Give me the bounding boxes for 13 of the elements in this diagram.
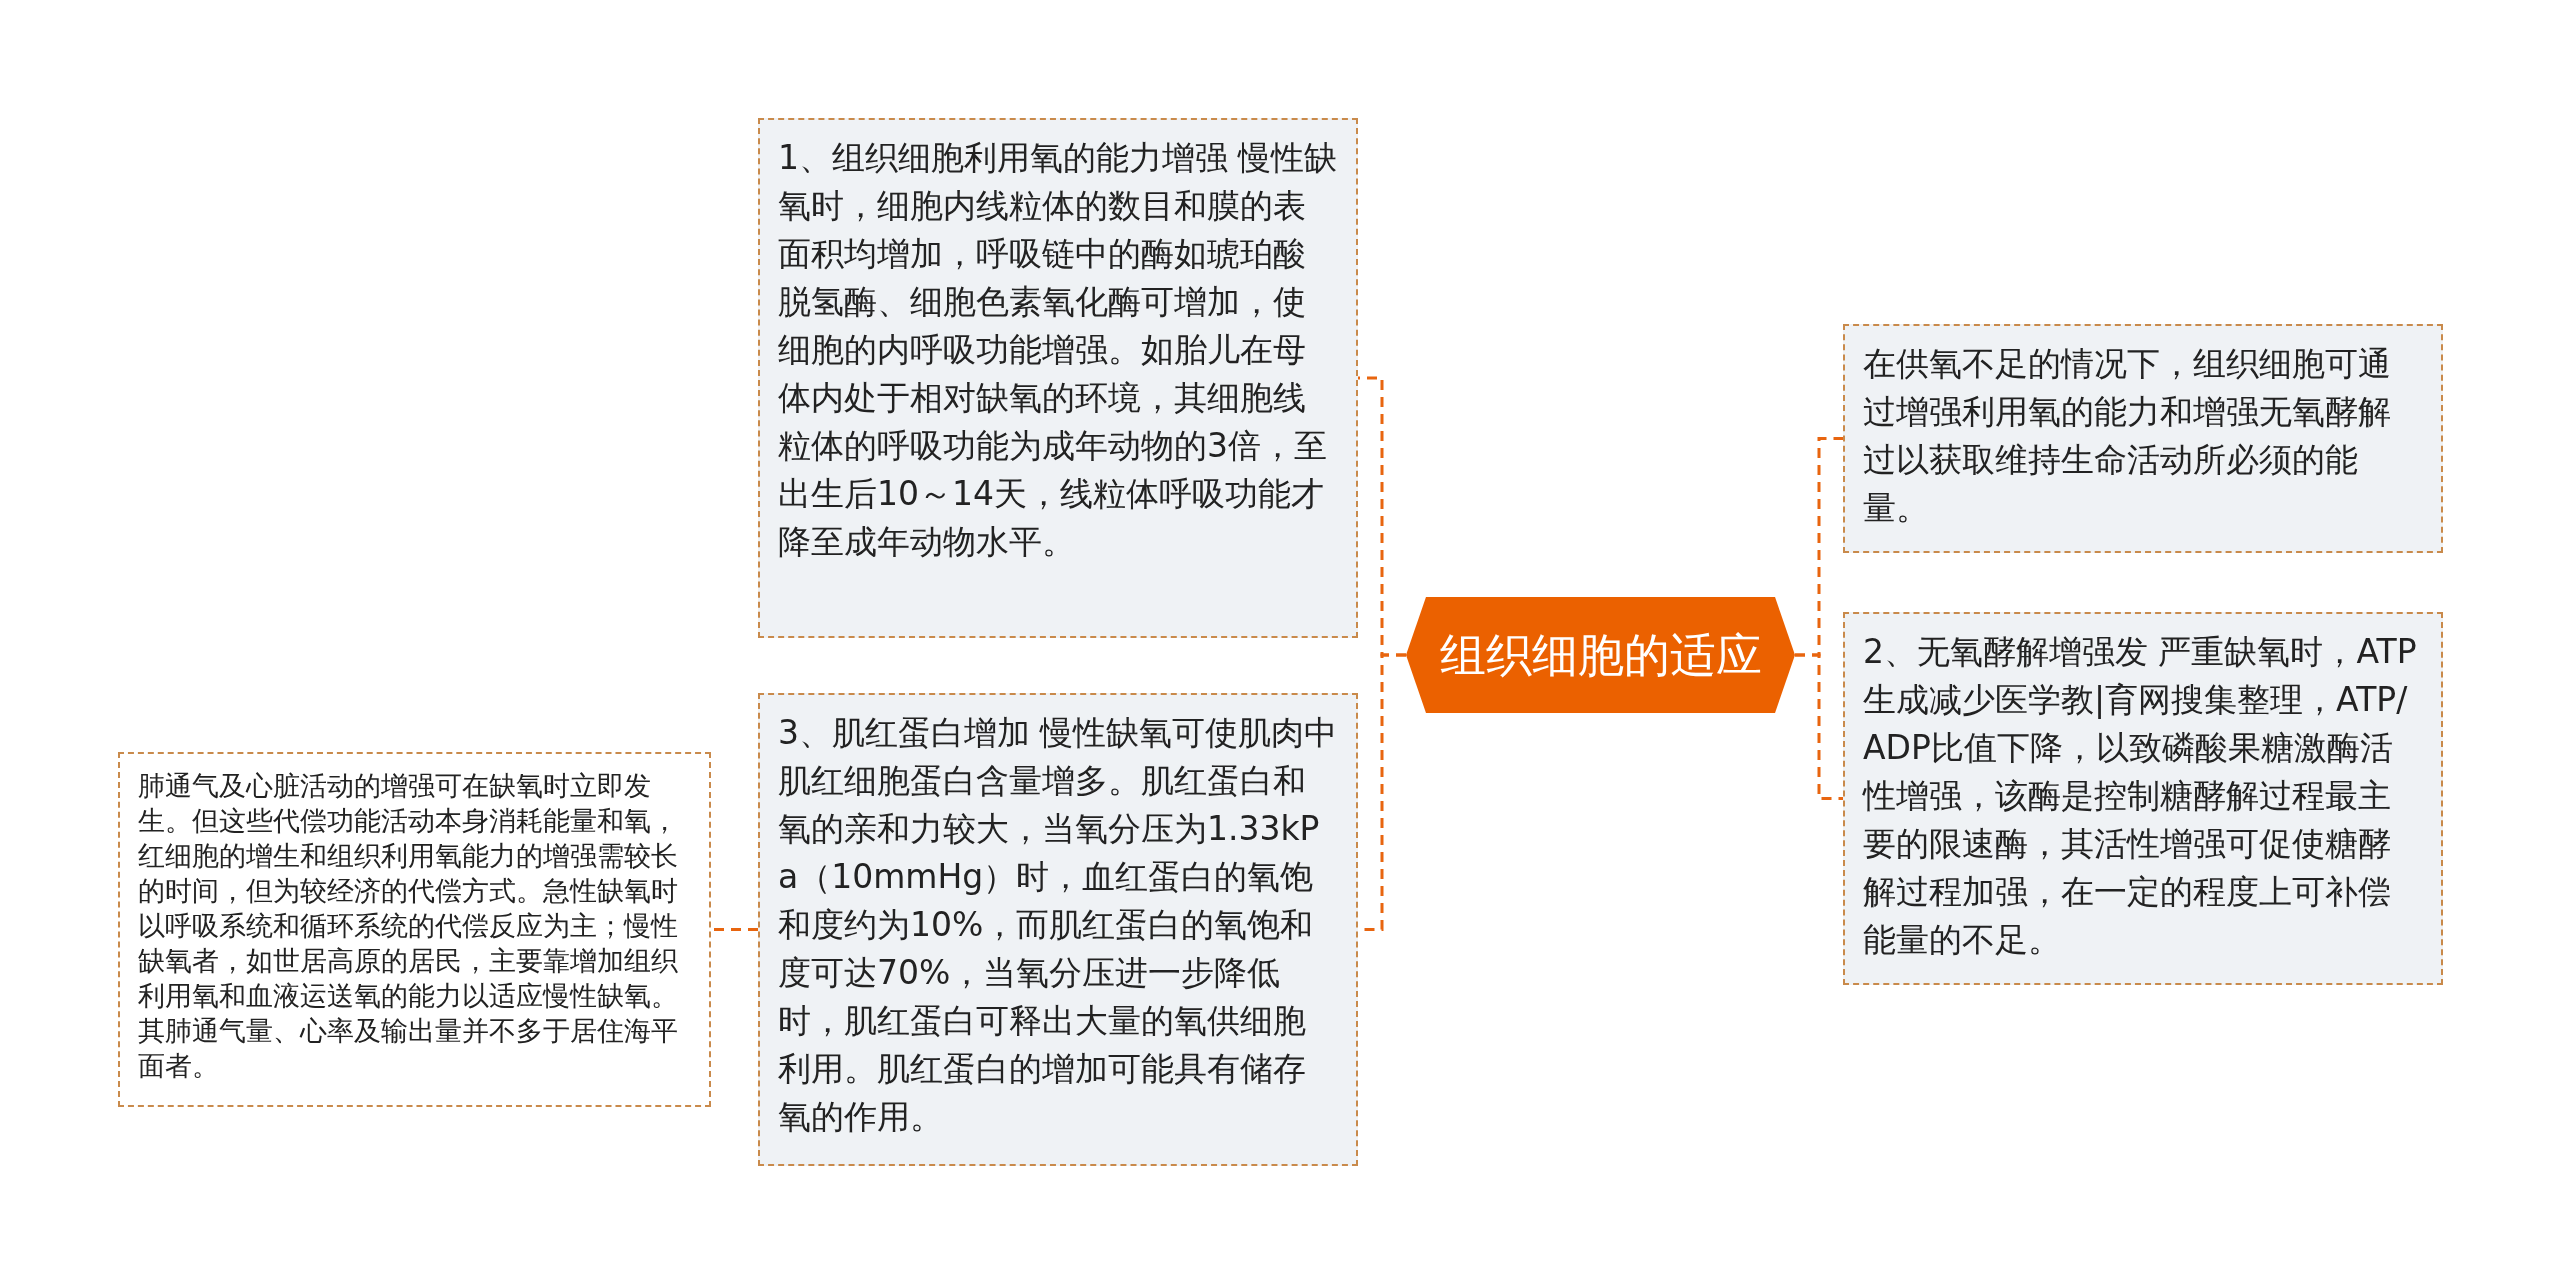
text-card	[758, 693, 1358, 1166]
card-text: 肺通气及心脏活动的增强可在缺氧时立即发生。但这些代偿功能活动本身消耗能量和氧，红细胞的增生和组织利用氧能力的增强需较长的时间，但为较经济的代偿方式。急性缺氧时以呼吸系统和循环系统的代偿反应为主；慢性缺氧者，如世居高原的居民，主要靠增加组织利用氧和血液运送氧的能力以适应慢性缺氧。其肺通气量、心率及输出量并不多于居住海平面者。	[138, 769, 679, 1083]
card-text: 3、肌红蛋白增加 慢性缺氧可使肌肉中肌红细胞蛋白含量增多。肌红蛋白和氧的亲和力较大，当氧分压为1.33kPa（10mmHg）时，血红蛋白的氧饱和度约为10%，而肌红蛋白的氧饱和度可达70%，当氧分压进一步降低时，肌红蛋白可释出大量的氧供细胞利用。肌红蛋白的增加可能具有储存氧的作用。	[778, 712, 1338, 1138]
text-card	[1843, 612, 2443, 985]
card-text: 2、无氧酵解增强发 严重缺氧时，ATP生成减少医学教|育网搜集整理，ATP/ADP比值下降，以致磷酸果糖激酶活性增强，该酶是控制糖酵解过程最主要的限速酶，其活性增强可促使糖酵解过程加强，在一定的程度上可补偿能量的不足。	[1863, 631, 2418, 961]
connector-line	[711, 928, 758, 931]
text-card	[118, 752, 711, 1107]
topic-title: 组织细胞的适应	[1439, 627, 1762, 683]
text-card	[758, 118, 1358, 638]
text-card	[1843, 324, 2443, 553]
card-text: 1、组织细胞利用氧的能力增强 慢性缺氧时，细胞内线粒体的数目和膜的表面积均增加，呼吸链中的酶如琥珀酸脱氢酶、细胞色素氧化酶可增加，使细胞的内呼吸功能增强。如胎儿在母体内处于相对缺氧的环境，其细胞线粒体的呼吸功能为成年动物的3倍，至出生后10～14天，线粒体呼吸功能才降至成年动物水平。	[778, 137, 1338, 563]
connector-line	[1795, 653, 1843, 800]
card-text: 在供氧不足的情况下，组织细胞可通过增强利用氧的能力和增强无氧酵解过以获取维持生命活动所必须的能量。	[1863, 343, 2392, 529]
